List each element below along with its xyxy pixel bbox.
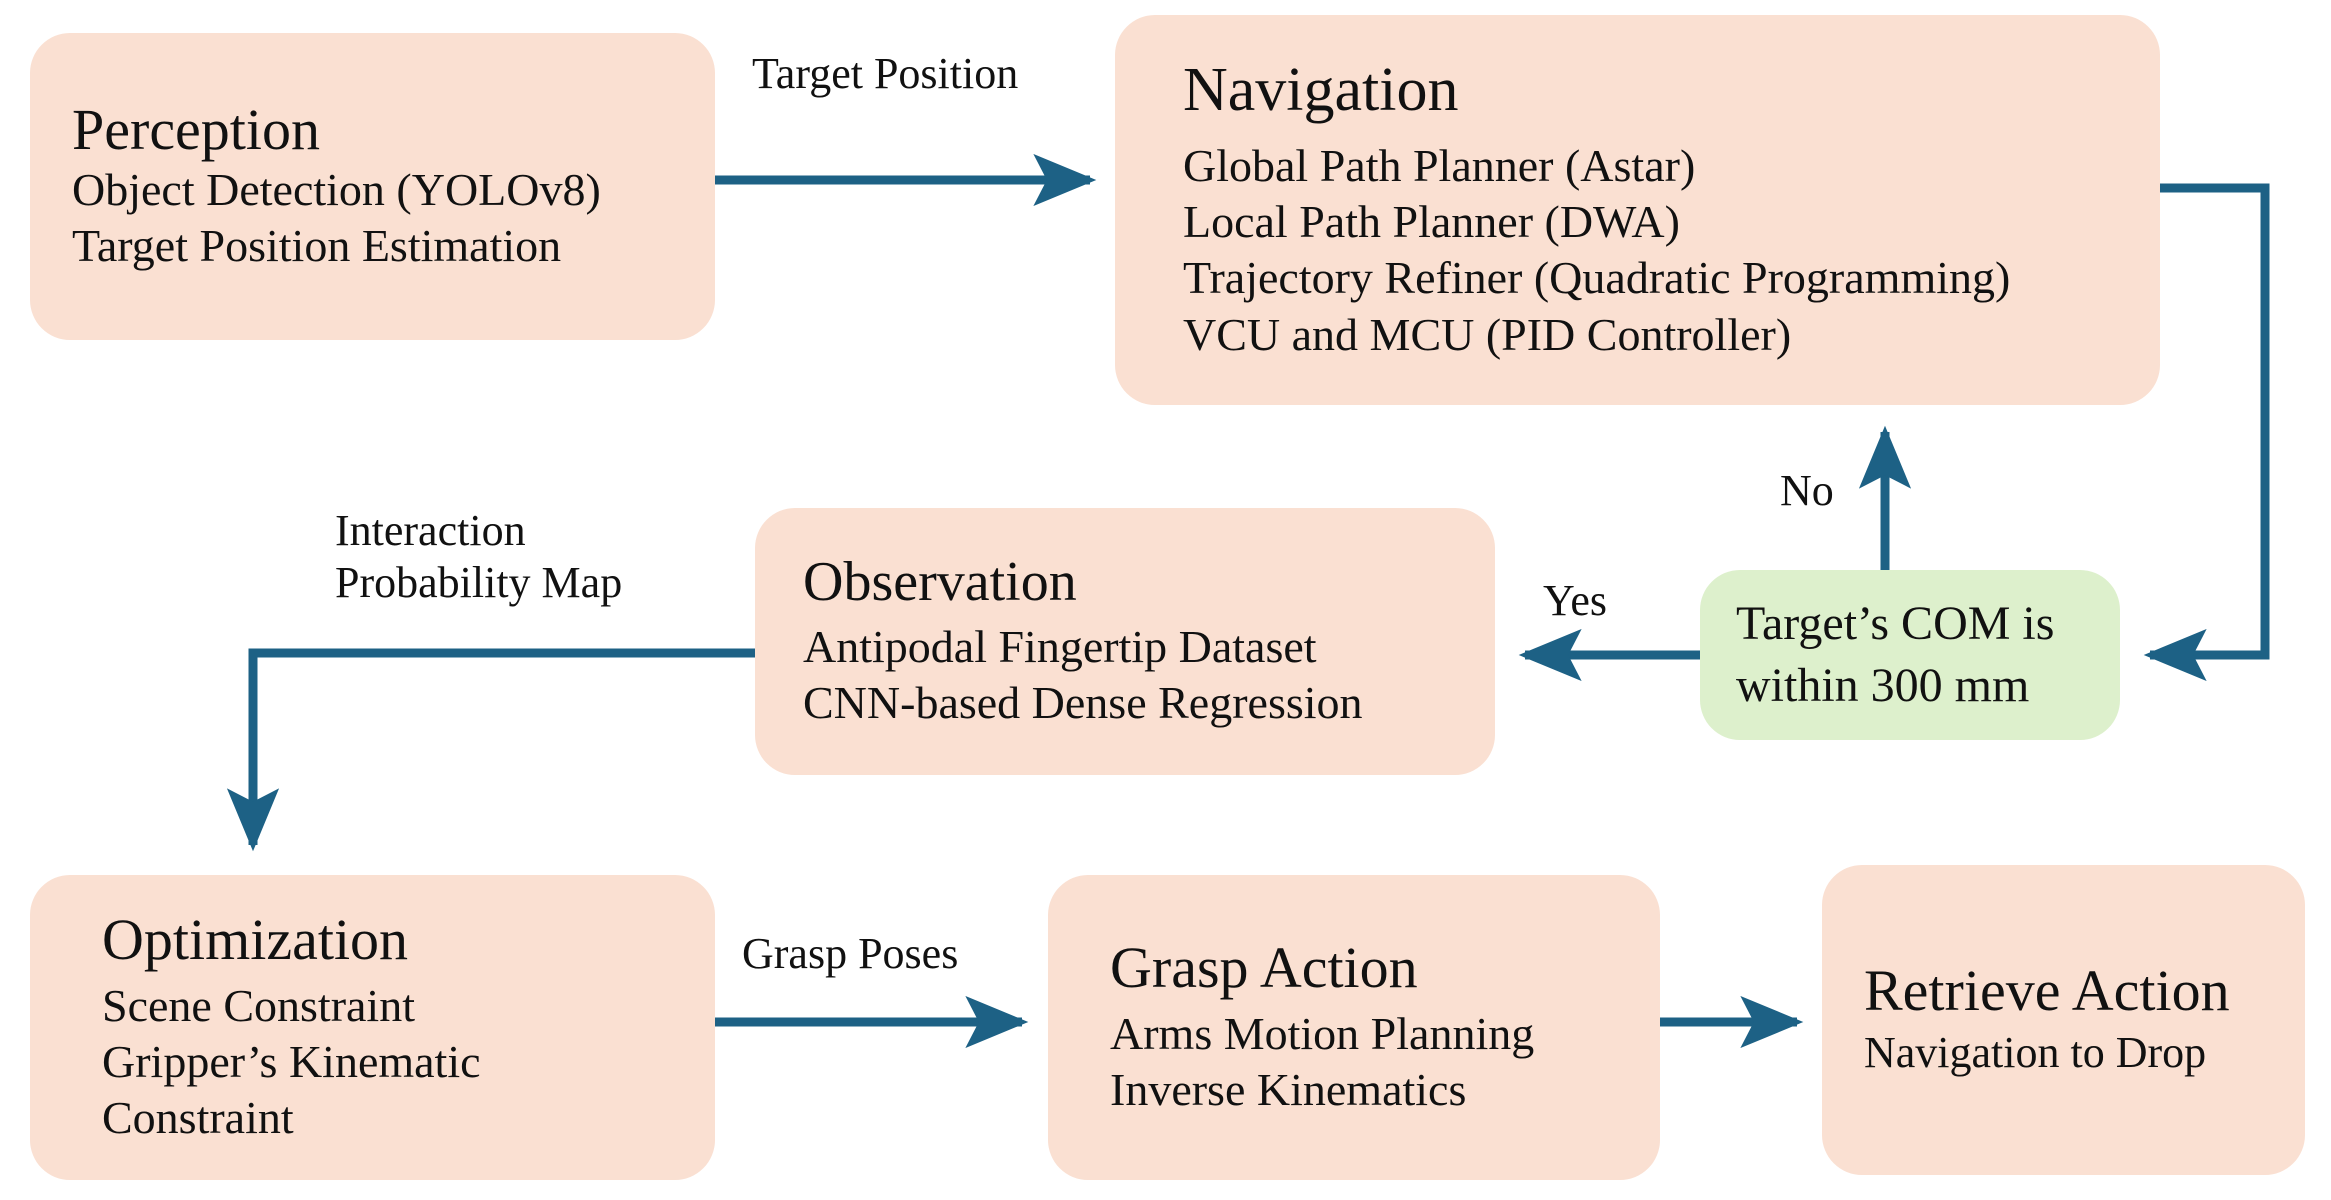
node-navigation[interactable]: Navigation Global Path Planner (Astar) L… [1115, 15, 2160, 405]
node-navigation-line-4: VCU and MCU (PID Controller) [1183, 308, 1792, 360]
node-grasp-action-line-1: Arms Motion Planning [1110, 1007, 1535, 1059]
node-grasp-action[interactable]: Grasp Action Arms Motion Planning Invers… [1048, 875, 1660, 1180]
node-perception[interactable]: Perception Object Detection (YOLOv8) Tar… [30, 33, 715, 340]
node-perception-line-1: Object Detection (YOLOv8) [72, 163, 601, 215]
node-decision-target-com[interactable]: Target’s COM is within 300 mm [1700, 570, 2120, 740]
node-retrieve-action-line-1: Navigation to Drop [1864, 1028, 2207, 1078]
node-retrieve-action-title: Retrieve Action [1864, 957, 2230, 1023]
node-observation-line-1: Antipodal Fingertip Dataset [803, 620, 1317, 672]
edge-label-no: No [1780, 466, 1834, 515]
node-grasp-action-title: Grasp Action [1110, 935, 1418, 1001]
node-optimization-line-2: Gripper’s Kinematic [102, 1035, 481, 1087]
edge-label-yes: Yes [1543, 576, 1608, 625]
edge-label-grasp-poses: Grasp Poses [742, 929, 959, 978]
node-observation[interactable]: Observation Antipodal Fingertip Dataset … [755, 508, 1495, 775]
node-navigation-line-2: Local Path Planner (DWA) [1183, 196, 1680, 248]
node-navigation-line-1: Global Path Planner (Astar) [1183, 140, 1696, 192]
edge-observation-to-optimization [226, 648, 755, 852]
node-optimization-line-1: Scene Constraint [102, 979, 415, 1031]
node-retrieve-action[interactable]: Retrieve Action Navigation to Drop [1822, 865, 2305, 1175]
node-navigation-title: Navigation [1183, 56, 1459, 125]
node-navigation-line-3: Trajectory Refiner (Quadratic Programmin… [1183, 252, 2011, 304]
node-observation-title: Observation [803, 551, 1077, 614]
node-decision-line-2: within 300 mm [1736, 659, 2030, 712]
node-optimization[interactable]: Optimization Scene Constraint Gripper’s … [30, 875, 715, 1180]
node-perception-line-2: Target Position Estimation [72, 219, 562, 271]
node-grasp-action-line-2: Inverse Kinematics [1110, 1063, 1467, 1115]
edge-label-target-position: Target Position [752, 49, 1019, 98]
node-perception-title: Perception [72, 97, 321, 163]
node-decision-line-1: Target’s COM is [1736, 596, 2055, 650]
edge-navigation-to-decision [2143, 183, 2270, 682]
node-observation-line-2: CNN-based Dense Regression [803, 676, 1363, 728]
edge-label-interaction-probability-map: Interaction Probability Map [335, 506, 623, 607]
node-optimization-line-3: Constraint [102, 1091, 294, 1143]
node-optimization-title: Optimization [102, 907, 409, 973]
